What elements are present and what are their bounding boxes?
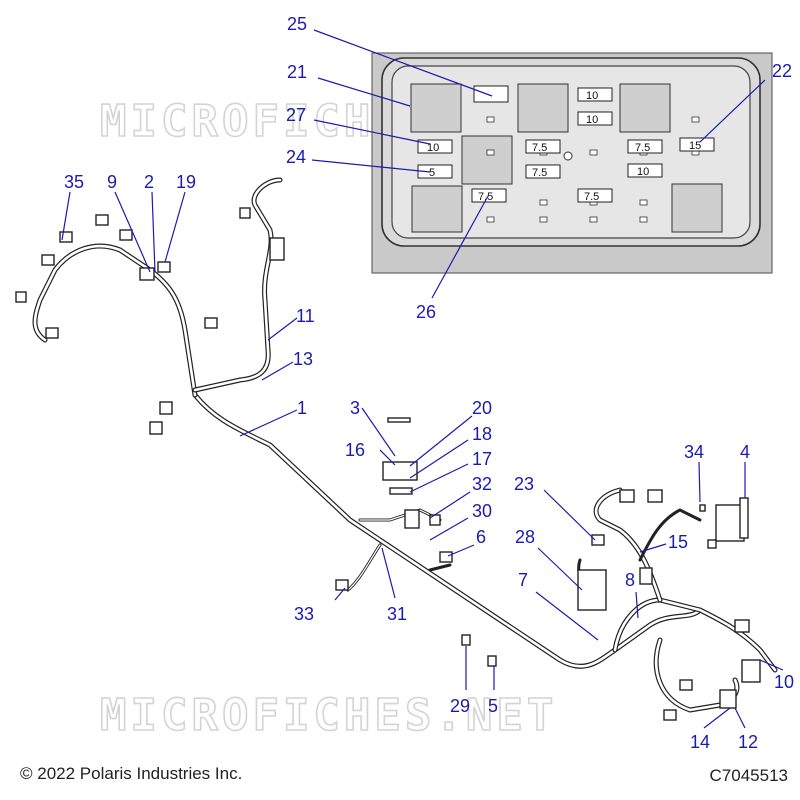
callout-31: 31 <box>387 604 407 624</box>
callout-17: 17 <box>472 449 492 469</box>
fuse-label: 7.5 <box>532 142 547 154</box>
callout-labels: 25 21 22 27 24 26 35 9 2 19 11 13 1 3 16… <box>64 14 794 752</box>
copyright-notice: © 2022 Polaris Industries Inc. <box>20 764 243 783</box>
callout-28: 28 <box>515 527 535 547</box>
callout-2: 2 <box>144 172 154 192</box>
callout-8: 8 <box>625 570 635 590</box>
connectors <box>15 207 761 721</box>
fuse-label: 10 <box>586 90 598 102</box>
fuse-label: 10 <box>586 114 598 126</box>
callout-15: 15 <box>668 532 688 552</box>
callout-26: 26 <box>416 302 436 322</box>
callout-10: 10 <box>774 672 794 692</box>
fuse-label: 10 <box>637 166 649 178</box>
callout-16: 16 <box>345 440 365 460</box>
callout-19: 19 <box>176 172 196 192</box>
callout-7: 7 <box>518 570 528 590</box>
fuse-label: 10 <box>427 142 439 154</box>
callout-9: 9 <box>107 172 117 192</box>
callout-29: 29 <box>450 696 470 716</box>
callout-14: 14 <box>690 732 710 752</box>
watermark-bottom: MICROFICHES.NET <box>100 690 557 741</box>
fuse-label: 5 <box>429 167 435 179</box>
leader-lines <box>61 29 784 729</box>
callout-5-lower: 5 <box>488 696 498 716</box>
callout-6: 6 <box>476 527 486 547</box>
callout-23: 23 <box>514 474 534 494</box>
callout-24: 24 <box>286 147 306 167</box>
callout-3: 3 <box>350 398 360 418</box>
callout-12: 12 <box>738 732 758 752</box>
fuse-label: 15 <box>689 140 701 152</box>
callout-21: 21 <box>287 62 307 82</box>
callout-13: 13 <box>293 349 313 369</box>
callout-34: 34 <box>684 442 704 462</box>
callout-11: 11 <box>296 306 315 326</box>
callout-30: 30 <box>472 501 492 521</box>
callout-22: 22 <box>772 61 792 81</box>
callout-25: 25 <box>287 14 307 34</box>
fuse-label: 7.5 <box>584 191 599 203</box>
fuse-label: 7.5 <box>532 167 547 179</box>
callout-27: 27 <box>286 105 306 125</box>
diagram-code: C7045513 <box>709 766 788 785</box>
callout-4: 4 <box>740 442 750 462</box>
callout-32: 32 <box>472 474 492 494</box>
callout-20: 20 <box>472 398 492 418</box>
callout-33: 33 <box>294 604 314 624</box>
fuse-box-detail: 10 10 7.5 7.5 7.5 10 10 15 7.5 7.5 5 <box>371 52 773 274</box>
callout-35: 35 <box>64 172 84 192</box>
callout-18: 18 <box>472 424 492 444</box>
callout-1: 1 <box>297 398 307 418</box>
fuse-label: 7.5 <box>478 191 493 203</box>
fuse-label: 7.5 <box>635 142 650 154</box>
